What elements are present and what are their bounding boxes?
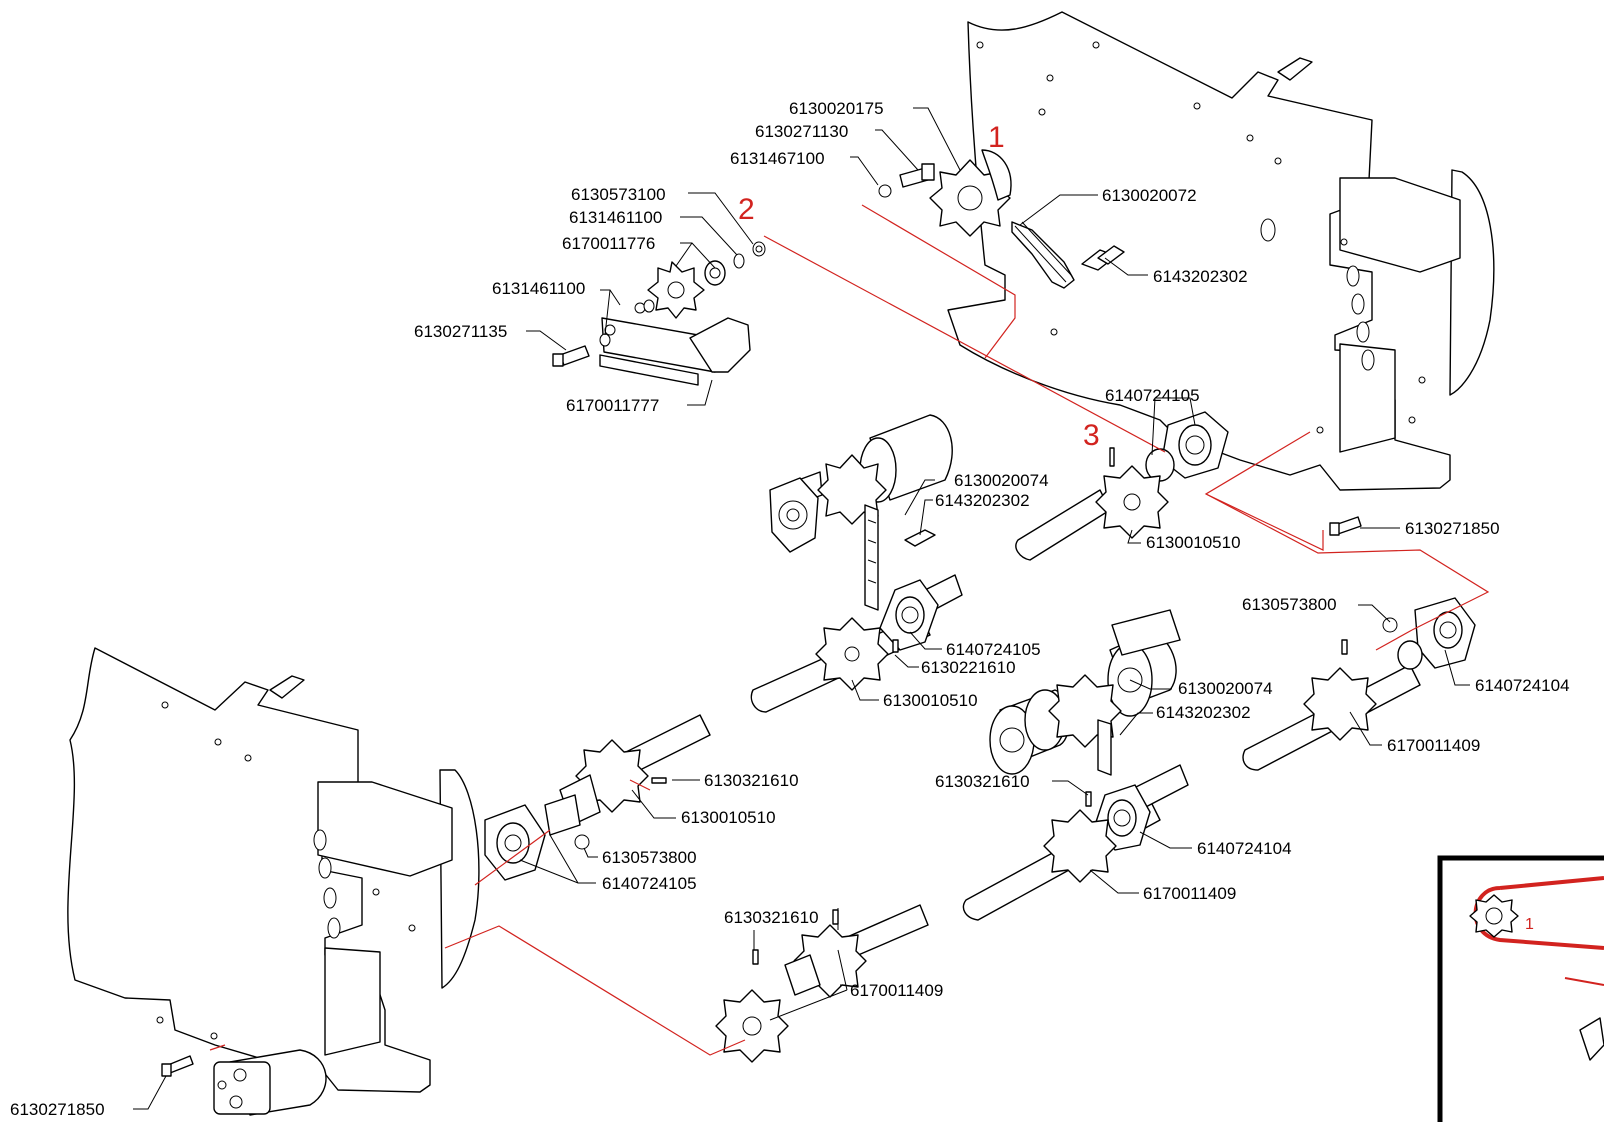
lower-frame-plate xyxy=(67,647,480,1116)
part-label-6170011777: 6170011777 xyxy=(566,396,659,415)
part-label-6130321610-b: 6130321610 xyxy=(704,771,799,790)
part-label-6130010510-c: 6130010510 xyxy=(681,808,776,827)
part-label-6131461100-a: 6131461100 xyxy=(569,208,662,227)
assembly-lines xyxy=(209,204,1490,1056)
part-label-6170011409-b: 6170011409 xyxy=(1143,884,1236,903)
shaft-assembly-right-small xyxy=(1242,597,1476,771)
callout-1: 1 xyxy=(988,121,1005,154)
part-label-6130020175: 6130020175 xyxy=(789,99,884,118)
part-label-6130020074-b: 6130020074 xyxy=(1178,679,1273,698)
part-label-6130573800-a: 6130573800 xyxy=(1242,595,1337,614)
bearing-flange-3 xyxy=(1015,411,1229,561)
shaft-assembly-left-mid xyxy=(750,574,963,713)
part-label-6143202302-b: 6143202302 xyxy=(935,491,1030,510)
part-label-6130010510-b: 6130010510 xyxy=(883,691,978,710)
inset-callout-1: 1 xyxy=(1525,916,1534,933)
part-label-6131461100-b: 6131461100 xyxy=(492,279,585,298)
part-label-6170011409-c: 6170011409 xyxy=(850,981,943,1000)
shaft-assembly-right-mid xyxy=(989,609,1181,776)
inset-detail-box: 1 xyxy=(1437,855,1604,1122)
part-label-6130573800-b: 6130573800 xyxy=(602,848,697,867)
part-label-6140724104-b: 6140724104 xyxy=(1197,839,1292,858)
part-label-6130321610-c: 6130321610 xyxy=(724,908,819,927)
part-label-6130573100: 6130573100 xyxy=(571,185,666,204)
bolts xyxy=(161,516,1362,1077)
part-label-6130020072: 6130020072 xyxy=(1102,186,1197,205)
part-label-6130020074-a: 6130020074 xyxy=(954,471,1049,490)
shaft-assembly-bottom xyxy=(715,904,929,1063)
shaft-assembly-lower-mid xyxy=(962,764,1189,921)
part-label-6130271850-a: 6130271850 xyxy=(1405,519,1500,538)
callout-3: 3 xyxy=(1083,419,1100,452)
part-label-6130010510-a: 6130010510 xyxy=(1146,533,1241,552)
motor-assembly-center xyxy=(769,414,953,611)
part-label-6170011409-a: 6170011409 xyxy=(1387,736,1480,755)
idler-tensioner xyxy=(552,241,766,386)
part-label-6131467100: 6131467100 xyxy=(730,149,825,168)
part-label-6130271850-b: 6130271850 xyxy=(10,1100,105,1119)
part-label-6130271135: 6130271135 xyxy=(414,322,507,341)
part-label-6130221610: 6130221610 xyxy=(921,658,1016,677)
part-label-6140724105-b: 6140724105 xyxy=(946,640,1041,659)
callout-numbers: 1 2 3 xyxy=(738,121,1100,452)
part-label-6130321610-a: 6130321610 xyxy=(935,772,1030,791)
upper-frame-plate xyxy=(947,11,1495,491)
part-label-6140724105-a: 6140724105 xyxy=(1105,386,1200,405)
part-label-6140724105-c: 6140724105 xyxy=(602,874,697,893)
part-label-6143202302-c: 6143202302 xyxy=(1156,703,1251,722)
part-labels: 6130020175 6130271130 6131467100 6130573… xyxy=(10,99,1570,1119)
part-label-6170011776: 6170011776 xyxy=(562,234,655,253)
part-label-6143202302-a: 6143202302 xyxy=(1153,267,1248,286)
leader-lines xyxy=(133,107,1470,1110)
callout-2: 2 xyxy=(738,193,755,226)
part-label-6130271130: 6130271130 xyxy=(755,122,848,141)
shaft-assembly-lower-left xyxy=(484,714,711,881)
drive-sprocket-and-chain xyxy=(878,149,1125,289)
part-label-6140724104-a: 6140724104 xyxy=(1475,676,1570,695)
